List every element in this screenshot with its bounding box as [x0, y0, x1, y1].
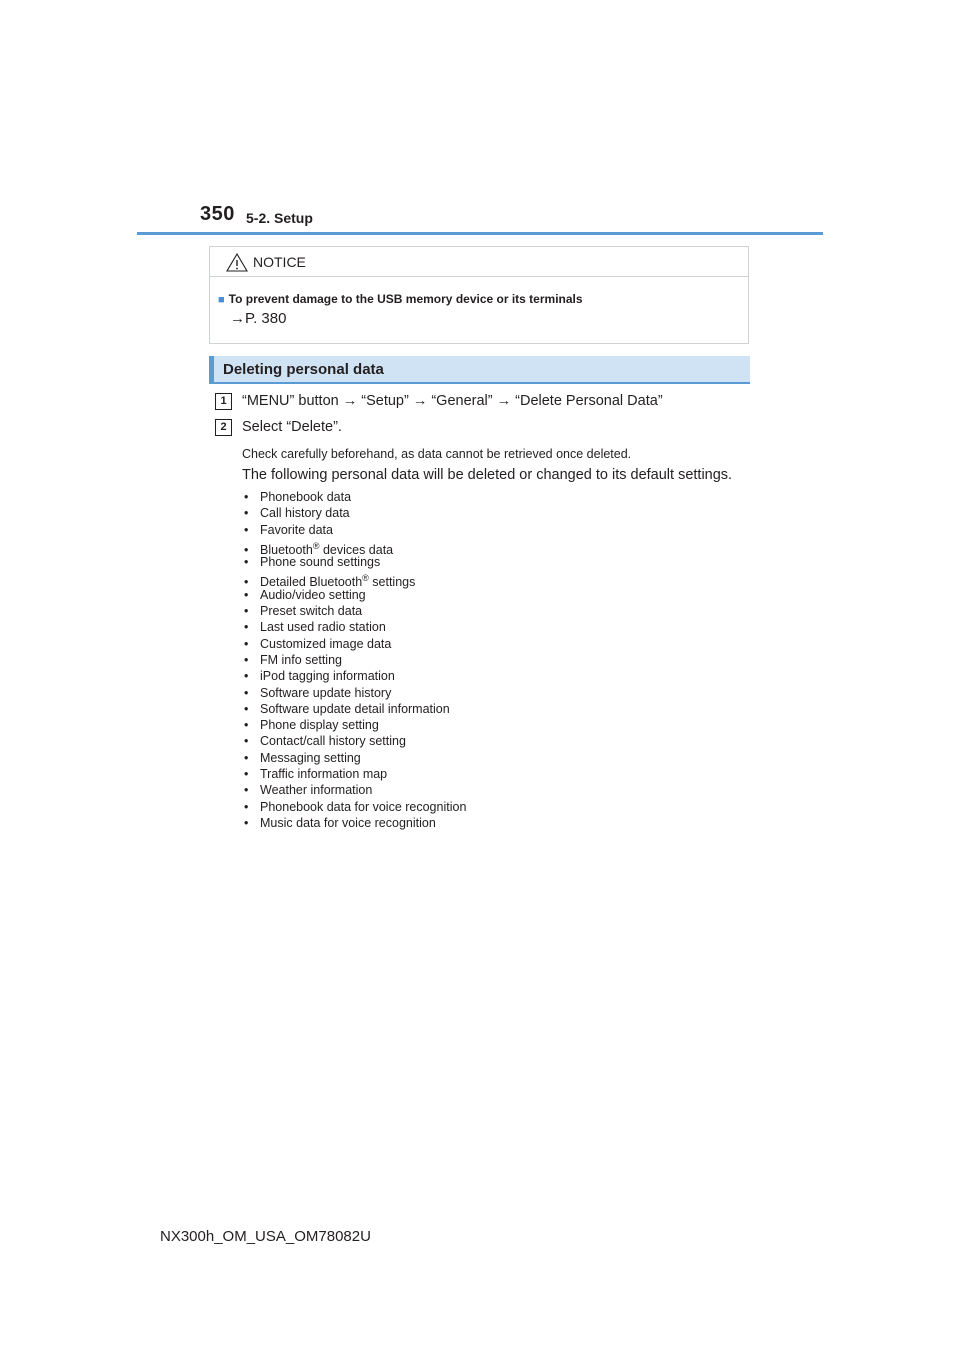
list-item: • Last used radio station	[244, 619, 466, 635]
list-item-text: Phone display setting	[260, 718, 379, 733]
section-heading-band: Deleting personal data	[209, 356, 750, 384]
list-item: • Phone display setting	[244, 717, 466, 733]
list-item-text: Last used radio station	[260, 620, 386, 635]
list-item: • Call history data	[244, 505, 466, 521]
registered-mark: ®	[362, 573, 369, 584]
list-item-text: Favorite data	[260, 522, 333, 537]
list-item-text: Contact/call history setting	[260, 734, 406, 749]
list-item: • Software update detail information	[244, 701, 466, 717]
list-item: • Audio/video setting	[244, 587, 466, 603]
step-2-text: Select “Delete”.	[242, 419, 342, 435]
caution-note: Check carefully beforehand, as data cann…	[242, 447, 632, 461]
list-item: • Phonebook data	[244, 489, 466, 505]
list-item-text: Weather information	[260, 783, 373, 798]
bullet-dot-icon: •	[244, 815, 249, 830]
list-item: • Software update history	[244, 685, 466, 701]
chapter-label: 5-2. Setup	[246, 210, 313, 226]
bullet-dot-icon: •	[244, 685, 249, 700]
list-item-text: Phonebook data	[260, 490, 352, 504]
list-item-text: Detailed Bluetooth	[260, 575, 363, 590]
list-item: • Traffic information map	[244, 766, 466, 782]
bullet-dot-icon: •	[244, 652, 249, 667]
list-item-text: Phone sound settings	[260, 555, 381, 570]
list-item-text: Music data for voice recognition	[260, 815, 436, 830]
bullet-dot-icon: •	[244, 490, 249, 504]
list-item: • Favorite data	[244, 522, 466, 538]
list-item-text-suffix: settings	[368, 575, 416, 590]
step-1-text: “MENU” button → “Setup” → “General” → “D…	[242, 393, 663, 409]
list-item-text: Software update history	[260, 685, 392, 700]
list-item-text: FM info setting	[260, 652, 342, 667]
bullet-dot-icon: •	[244, 636, 249, 651]
list-item: • Detailed Bluetooth® settings	[244, 570, 466, 590]
header-divider	[137, 232, 823, 235]
list-item-text: Messaging setting	[260, 750, 361, 765]
step-1-number: 1	[215, 393, 232, 410]
bullet-dot-icon: •	[244, 750, 249, 765]
list-item-text: Call history data	[260, 506, 350, 521]
square-bullet-icon: ■	[218, 294, 225, 306]
document-code: NX300h_OM_USA_OM78082U	[160, 1228, 371, 1245]
list-item: • iPod tagging information	[244, 668, 466, 684]
section-title: Deleting personal data	[223, 361, 384, 378]
list-item-text: Software update detail information	[260, 701, 450, 716]
notice-header: NOTICE	[210, 247, 748, 277]
bullet-dot-icon: •	[244, 506, 249, 521]
list-item: • FM info setting	[244, 652, 466, 668]
bullet-dot-icon: •	[244, 620, 249, 635]
bullet-dot-icon: •	[244, 522, 249, 537]
notice-page-reference: →P. 380	[230, 310, 287, 327]
list-item-text: Phonebook data for voice recognition	[260, 799, 467, 814]
notice-bullet-title: To prevent damage to the USB memory devi…	[228, 292, 583, 306]
page-number: 350	[200, 203, 235, 225]
list-item: • Customized image data	[244, 636, 466, 652]
list-item-text-suffix: devices data	[319, 542, 394, 557]
list-item: • Preset switch data	[244, 603, 466, 619]
bullet-dot-icon: •	[244, 587, 249, 602]
list-item: • Bluetooth® devices data	[244, 538, 466, 557]
list-item-text: iPod tagging information	[260, 669, 395, 684]
bullet-dot-icon: •	[244, 555, 249, 570]
bullet-dot-icon: •	[244, 799, 249, 814]
deleted-data-list: • Phonebook data • Call history data • Favori…	[244, 489, 466, 831]
list-item: • Phone sound settings	[244, 554, 466, 570]
bullet-dot-icon: •	[244, 701, 249, 716]
bullet-dot-icon: •	[244, 734, 249, 749]
step-2-number: 2	[215, 419, 232, 436]
bullet-dot-icon: •	[244, 604, 249, 619]
bullet-dot-icon: •	[244, 542, 249, 557]
info-text: The following personal data will be dele…	[242, 467, 733, 483]
bullet-dot-icon: •	[244, 718, 249, 733]
notice-bullet: ■To prevent damage to the USB memory dev…	[218, 292, 583, 306]
list-item-text: Preset switch data	[260, 604, 363, 619]
bullet-dot-icon: •	[244, 669, 249, 684]
list-item: • Messaging setting	[244, 750, 466, 766]
list-item: • Music data for voice recognition	[244, 815, 466, 831]
list-item-text: Traffic information map	[260, 767, 388, 782]
list-item: • Phonebook data for voice recognition	[244, 799, 466, 815]
list-item-text: Audio/video setting	[260, 587, 366, 602]
list-item: • Weather information	[244, 782, 466, 798]
warning-triangle-icon	[226, 253, 248, 272]
list-item-text: Customized image data	[260, 636, 392, 651]
bullet-dot-icon: •	[244, 767, 249, 782]
notice-box: NOTICE ■To prevent damage to the USB mem…	[209, 246, 749, 344]
bullet-dot-icon: •	[244, 575, 249, 590]
bullet-dot-icon: •	[244, 783, 249, 798]
list-item-text: Bluetooth	[260, 542, 313, 557]
list-item: • Contact/call history setting	[244, 733, 466, 749]
notice-title: NOTICE	[253, 254, 306, 270]
registered-mark: ®	[312, 540, 320, 551]
